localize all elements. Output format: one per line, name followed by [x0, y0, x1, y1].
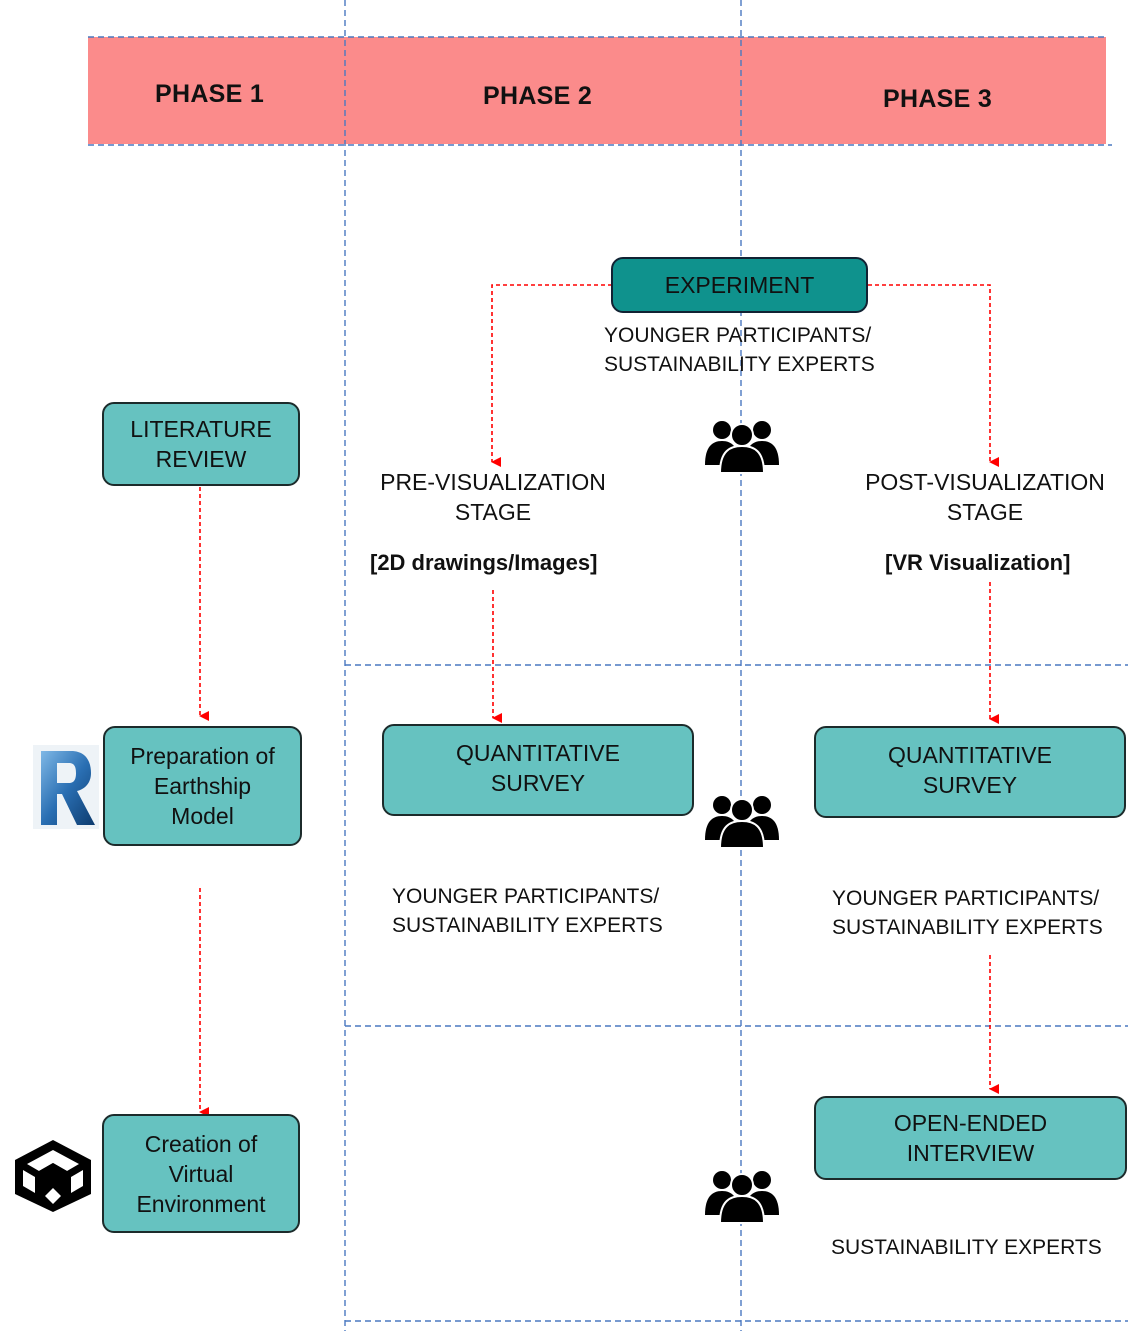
phase-header-band [88, 37, 1106, 144]
phase-3-label: PHASE 3 [883, 85, 993, 113]
experiment-box: EXPERIMENT [611, 257, 868, 313]
experiment-label: EXPERIMENT [664, 272, 815, 298]
literature-review-label: LITERATURE REVIEW [130, 416, 272, 472]
interview-label: OPEN-ENDED INTERVIEW [893, 1110, 1048, 1166]
phase-1-label: PHASE 1 [155, 80, 265, 108]
interview-box: OPEN-ENDED INTERVIEW [814, 1096, 1127, 1180]
literature-review-box: LITERATURE REVIEW [102, 402, 300, 486]
post-visualization-medium: [VR Visualization] [885, 550, 1071, 575]
pre-visualization-medium: [2D drawings/Images] [370, 550, 598, 575]
phase2-survey-label: QUANTITATIVE SURVEY [456, 740, 620, 796]
arrow-experiment-to-post [868, 284, 999, 467]
virtual-environment-label: Creation of Virtual Environment [136, 1130, 266, 1217]
phase3-survey-label: QUANTITATIVE SURVEY [888, 742, 1052, 798]
revit-logo [33, 745, 99, 829]
phase2-survey-participants: YOUNGER PARTICIPANTS/ SUSTAINABILITY EXP… [392, 885, 663, 937]
arrow-experiment-to-pre [491, 284, 612, 467]
unity-logo [11, 1138, 95, 1214]
phase3-survey-box: QUANTITATIVE SURVEY [814, 726, 1126, 818]
experiment-participants: YOUNGER PARTICIPANTS/ SUSTAINABILITY EXP… [604, 324, 875, 376]
virtual-environment-box: Creation of Virtual Environment [102, 1114, 300, 1233]
interview-participants: SUSTAINABILITY EXPERTS [831, 1236, 1102, 1259]
phase3-survey-participants: YOUNGER PARTICIPANTS/ SUSTAINABILITY EXP… [832, 887, 1103, 939]
post-visualization-stage: POST-VISUALIZATION STAGE [865, 469, 1105, 525]
preparation-model-box: Preparation of Earthship Model [103, 726, 302, 846]
phase-2-label: PHASE 2 [483, 82, 593, 110]
phase2-survey-box: QUANTITATIVE SURVEY [382, 724, 694, 816]
preparation-model-label: Preparation of Earthship Model [130, 743, 275, 829]
pre-visualization-stage: PRE-VISUALIZATION STAGE [380, 469, 606, 525]
